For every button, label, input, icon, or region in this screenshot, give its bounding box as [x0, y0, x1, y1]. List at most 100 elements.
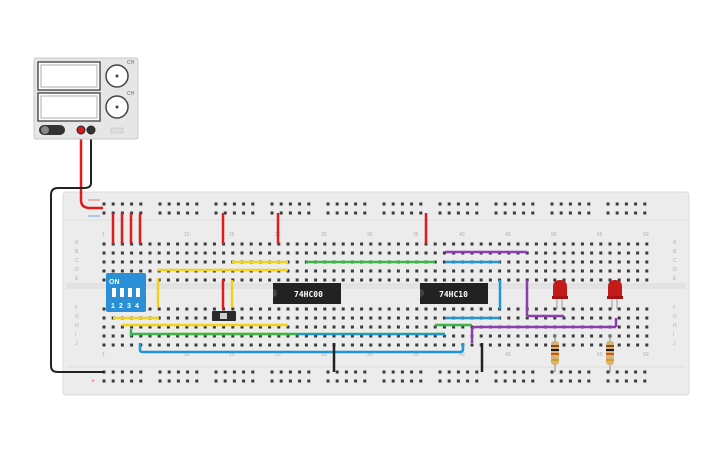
breadboard-hole[interactable]: [295, 307, 299, 311]
breadboard-hole[interactable]: [167, 202, 171, 206]
breadboard-hole[interactable]: [166, 325, 170, 329]
breadboard-hole[interactable]: [286, 251, 290, 255]
breadboard-hole[interactable]: [249, 325, 253, 329]
breadboard-hole[interactable]: [158, 370, 162, 374]
breadboard-hole[interactable]: [634, 379, 638, 383]
breadboard-hole[interactable]: [415, 334, 419, 338]
breadboard-hole[interactable]: [242, 379, 246, 383]
breadboard-hole[interactable]: [286, 278, 290, 282]
breadboard-hole[interactable]: [350, 269, 354, 273]
breadboard-hole[interactable]: [249, 334, 253, 338]
breadboard-hole[interactable]: [268, 334, 272, 338]
breadboard-hole[interactable]: [354, 370, 358, 374]
breadboard-hole[interactable]: [157, 316, 161, 320]
breadboard-hole[interactable]: [288, 211, 292, 215]
breadboard-hole[interactable]: [158, 202, 162, 206]
breadboard-hole[interactable]: [148, 260, 152, 264]
breadboard-hole[interactable]: [571, 316, 575, 320]
breadboard-hole[interactable]: [438, 379, 442, 383]
breadboard-hole[interactable]: [335, 211, 339, 215]
breadboard-hole[interactable]: [203, 251, 207, 255]
breadboard-hole[interactable]: [433, 343, 437, 347]
breadboard-hole[interactable]: [488, 269, 492, 273]
breadboard-hole[interactable]: [102, 325, 106, 329]
breadboard-hole[interactable]: [323, 251, 327, 255]
breadboard-hole[interactable]: [516, 307, 520, 311]
breadboard-hole[interactable]: [452, 325, 456, 329]
breadboard-hole[interactable]: [580, 316, 584, 320]
breadboard-hole[interactable]: [185, 242, 189, 246]
breadboard-hole[interactable]: [344, 379, 348, 383]
breadboard-hole[interactable]: [643, 202, 647, 206]
breadboard-hole[interactable]: [587, 379, 591, 383]
breadboard-hole[interactable]: [240, 307, 244, 311]
breadboard-hole[interactable]: [544, 307, 548, 311]
breadboard-hole[interactable]: [332, 325, 336, 329]
breadboard-hole[interactable]: [176, 325, 180, 329]
breadboard-hole[interactable]: [391, 379, 395, 383]
breadboard-hole[interactable]: [130, 202, 134, 206]
breadboard-hole[interactable]: [295, 343, 299, 347]
breadboard-hole[interactable]: [580, 251, 584, 255]
breadboard-hole[interactable]: [222, 251, 226, 255]
breadboard-hole[interactable]: [148, 334, 152, 338]
breadboard-hole[interactable]: [176, 260, 180, 264]
breadboard-hole[interactable]: [232, 211, 236, 215]
breadboard-hole[interactable]: [636, 269, 640, 273]
breadboard-hole[interactable]: [447, 202, 451, 206]
breadboard-hole[interactable]: [102, 316, 106, 320]
breadboard-hole[interactable]: [617, 269, 621, 273]
breadboard-hole[interactable]: [578, 202, 582, 206]
breadboard-hole[interactable]: [360, 334, 364, 338]
breadboard-hole[interactable]: [157, 251, 161, 255]
breadboard-hole[interactable]: [645, 260, 649, 264]
breadboard-hole[interactable]: [270, 202, 274, 206]
breadboard-hole[interactable]: [525, 260, 529, 264]
breadboard-hole[interactable]: [606, 202, 610, 206]
breadboard-hole[interactable]: [363, 379, 367, 383]
breadboard-hole[interactable]: [438, 202, 442, 206]
breadboard-hole[interactable]: [341, 278, 345, 282]
breadboard-hole[interactable]: [176, 242, 180, 246]
breadboard-hole[interactable]: [470, 269, 474, 273]
breadboard-hole[interactable]: [645, 251, 649, 255]
breadboard-hole[interactable]: [387, 334, 391, 338]
breadboard-hole[interactable]: [258, 334, 262, 338]
breadboard-hole[interactable]: [194, 316, 198, 320]
breadboard-hole[interactable]: [251, 370, 255, 374]
breadboard-hole[interactable]: [626, 278, 630, 282]
breadboard-hole[interactable]: [470, 307, 474, 311]
breadboard-hole[interactable]: [512, 211, 516, 215]
breadboard-hole[interactable]: [550, 211, 554, 215]
breadboard-hole[interactable]: [166, 307, 170, 311]
breadboard-hole[interactable]: [571, 334, 575, 338]
breadboard-hole[interactable]: [185, 278, 189, 282]
breadboard-hole[interactable]: [525, 316, 529, 320]
breadboard-hole[interactable]: [636, 316, 640, 320]
breadboard-hole[interactable]: [578, 211, 582, 215]
breadboard-hole[interactable]: [354, 379, 358, 383]
breadboard-hole[interactable]: [617, 251, 621, 255]
breadboard-hole[interactable]: [203, 278, 207, 282]
breadboard-hole[interactable]: [466, 202, 470, 206]
breadboard-hole[interactable]: [559, 211, 563, 215]
breadboard-hole[interactable]: [571, 251, 575, 255]
breadboard-hole[interactable]: [286, 325, 290, 329]
breadboard-hole[interactable]: [166, 260, 170, 264]
breadboard-hole[interactable]: [512, 379, 516, 383]
breadboard-hole[interactable]: [242, 211, 246, 215]
breadboard-hole[interactable]: [503, 211, 507, 215]
breadboard-hole[interactable]: [615, 211, 619, 215]
breadboard-hole[interactable]: [350, 334, 354, 338]
breadboard-hole[interactable]: [288, 379, 292, 383]
breadboard-hole[interactable]: [615, 202, 619, 206]
breadboard-hole[interactable]: [249, 278, 253, 282]
breadboard-hole[interactable]: [130, 343, 134, 347]
breadboard-hole[interactable]: [378, 278, 382, 282]
breadboard-hole[interactable]: [120, 334, 124, 338]
breadboard-hole[interactable]: [166, 251, 170, 255]
breadboard-hole[interactable]: [475, 211, 479, 215]
breadboard-hole[interactable]: [120, 251, 124, 255]
breadboard-hole[interactable]: [369, 307, 373, 311]
breadboard-hole[interactable]: [203, 316, 207, 320]
